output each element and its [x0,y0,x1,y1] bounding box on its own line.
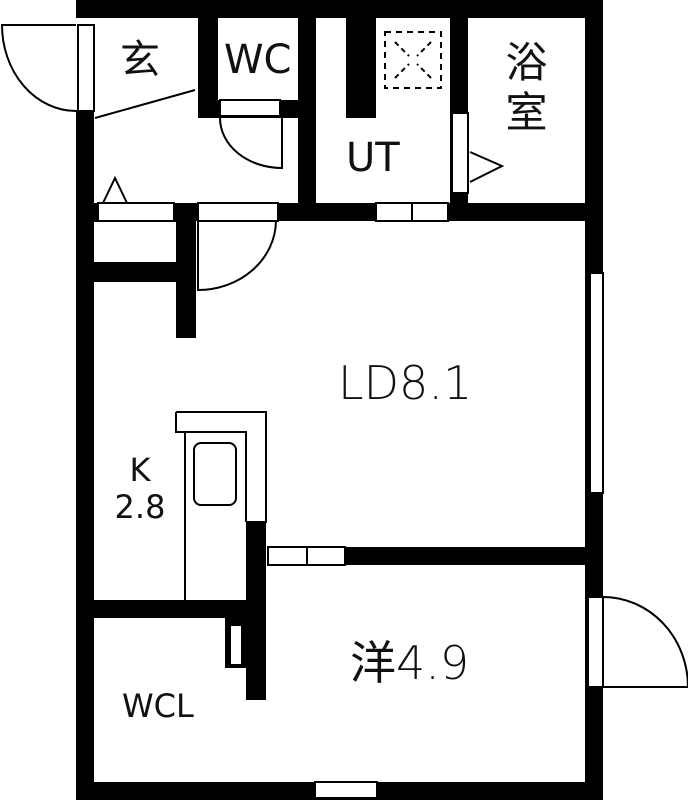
wall-shoebox-bottom [94,262,176,282]
wall-hall-divider [176,203,196,338]
opening-hall-door [197,202,279,222]
window-entry [77,24,95,112]
room-label-wc: WC [224,37,292,83]
shoebox-arrow [102,175,128,204]
room-label-western: 洋4.9 [350,636,470,690]
kitchen-counter [175,411,267,523]
ventilation-fan-icon [384,31,442,89]
room-label-genkan: 玄 [120,37,160,83]
sink-icon [193,442,237,506]
kitchen-label-size: 2.8 [114,487,166,526]
room-label-wcl: WCL [122,687,194,725]
wall-kitchen-bottom [94,600,266,618]
opening-wcl [229,624,243,666]
room-label-kitchen: K 2.8 [105,452,175,526]
room-label-bath: 浴室 [499,40,548,140]
door-swing-wc [219,117,283,170]
opening-shoebox [97,202,175,222]
kitchen-label-name: K [129,451,151,489]
wall-top [76,0,603,18]
wall-left-upper [76,110,94,800]
room-label-ut: UT [346,135,400,181]
wall-wc-ut-stub [346,18,376,118]
door-swing-western [602,596,688,688]
window-ld-east [589,272,604,494]
window-bath [451,112,469,194]
door-swing-hall [197,220,277,292]
entry-step-line [94,89,196,119]
door-arrow-bath [469,151,505,183]
door-frame-western [587,596,604,688]
wall-wc-right [298,18,316,203]
window-south [314,781,378,799]
opening-wc-door [219,99,281,117]
door-swing-entry [0,24,77,112]
wall-ld-western [345,547,585,565]
room-label-ld: LD8.1 [338,356,473,410]
wall-wc-left [198,18,218,118]
